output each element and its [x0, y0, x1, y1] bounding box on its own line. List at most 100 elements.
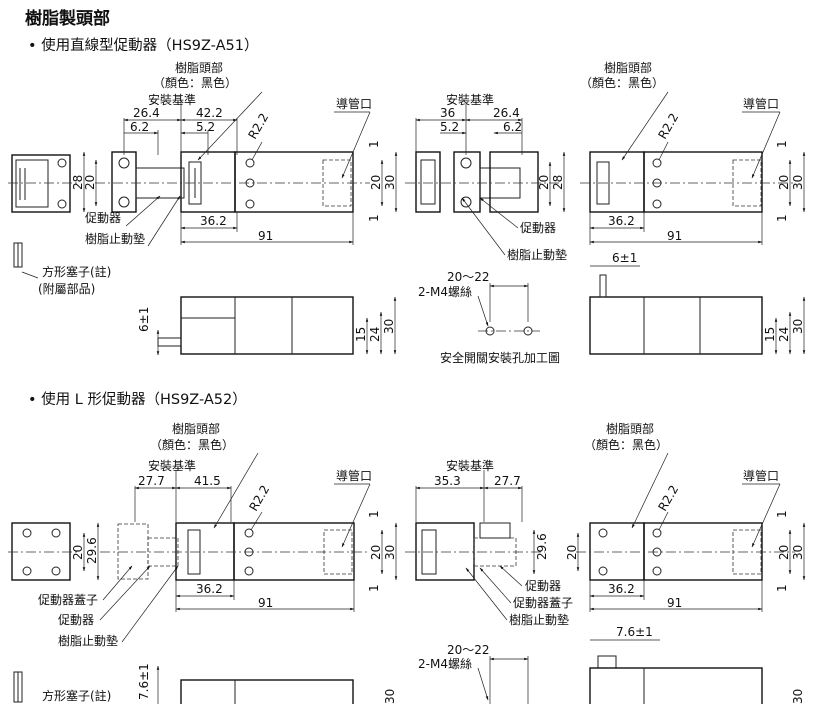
view-straight-far-right-side: 6±1 15 24 30	[589, 251, 806, 355]
dim-24-a: 24	[368, 327, 382, 342]
dim-35-3: 35.3	[434, 474, 461, 488]
label-mount-ref-b: 安裝基準	[446, 92, 494, 107]
dim-r2-2-d: R2.2	[655, 483, 681, 514]
label-mount-ref-d: 安裝基準	[446, 458, 494, 473]
dim-28-a: 28	[71, 175, 85, 190]
hole-pitch-b: 20～22	[447, 643, 490, 657]
view-straight-end	[8, 154, 78, 213]
dim-6-2-b: 6.2	[503, 120, 522, 134]
label-screw-b: 2-M4螺絲	[418, 656, 472, 671]
dim-41-5: 41.5	[194, 474, 221, 488]
hole-pitch-a: 20～22	[447, 270, 490, 284]
label-mount-hole-a: 安全開關安裝孔加工圖	[440, 350, 560, 365]
dim-30-c: 30	[791, 175, 805, 190]
label-square-plug-b: 方形塞子(註)	[42, 688, 111, 703]
section-heading-straight: • 使用直線型促動器（HS9Z-A51）	[28, 37, 258, 54]
label-mount-ref-c: 安裝基準	[148, 458, 196, 473]
label-resin-head-b: 樹脂頭部	[604, 60, 652, 75]
label-resin-head-d: 樹脂頭部	[606, 421, 654, 436]
dim-1-e: 1	[367, 510, 381, 518]
square-plug-a: 方形塞子(註) (附屬部品)	[13, 242, 111, 296]
dim-5-2-a: 5.2	[196, 120, 215, 134]
dim-6pm1-b: 6±1	[612, 251, 637, 265]
label-accessory-a: (附屬部品)	[38, 281, 95, 296]
section-heading-l: • 使用 L 形促動器（HS9Z-A52）	[28, 391, 247, 408]
view-straight-side: 6±1 15 24 30	[137, 296, 397, 356]
view-l-far-right: 樹脂頭部 （顏色：黑色） R2.2 導管口 20 20 30 1 1 36.2 …	[565, 421, 806, 704]
view-straight-right: 36 26.4 5.2 6.2 安裝基準 20 28 促動器 樹脂止動墊	[405, 92, 567, 262]
label-resin-stop-pad-c: 樹脂止動墊	[58, 633, 118, 648]
dim-30-h: 30	[791, 689, 805, 704]
label-color-c: （顏色：黑色）	[150, 437, 234, 452]
dim-30-d: 30	[791, 319, 805, 334]
label-resin-head-a: 樹脂頭部	[175, 60, 223, 75]
dim-1-f: 1	[367, 584, 381, 592]
dim-20-b: 20	[369, 175, 383, 190]
label-resin-stop-pad-d: 樹脂止動墊	[509, 612, 569, 627]
dim-30-e: 30	[383, 545, 397, 560]
dim-30-g: 30	[383, 689, 397, 704]
label-actuator-d: 促動器	[525, 579, 561, 593]
view-l-right: 35.3 27.7 安裝基準 29.6 促動器 促動器蓋子 樹脂止動墊	[405, 458, 573, 627]
label-color-b: （顏色：黑色）	[580, 75, 664, 90]
view-l-top: 27.7 41.5 安裝基準 樹脂頭部 （顏色：黑色） R2.2 導管口 20 …	[38, 421, 398, 648]
dim-r2-2-b: R2.2	[655, 111, 681, 142]
view-l-end: 20 29.6	[8, 522, 100, 581]
page-title: 樹脂製頭部	[25, 8, 110, 29]
dim-91-a: 91	[258, 229, 273, 243]
dim-36: 36	[440, 106, 455, 120]
dim-20-g: 20	[565, 545, 579, 560]
dim-27-7-a: 27.7	[138, 474, 165, 488]
label-resin-stop-pad-a: 樹脂止動墊	[85, 231, 145, 246]
dim-42-2: 42.2	[196, 106, 223, 120]
label-actuator-b: 促動器	[520, 221, 556, 235]
dim-20-f: 20	[369, 545, 383, 560]
dim-28-b: 28	[551, 175, 565, 190]
dim-1-c: 1	[775, 140, 789, 148]
dim-36-2-d: 36.2	[608, 582, 635, 596]
dim-7-6pm1-a: 7.6±1	[137, 663, 151, 700]
dim-1-a: 1	[367, 140, 381, 148]
dim-20-h: 20	[777, 545, 791, 560]
dim-30-b: 30	[382, 319, 396, 334]
dim-6-2-a: 6.2	[130, 120, 149, 134]
label-actuator-a: 促動器	[85, 211, 121, 225]
dim-91-d: 91	[667, 596, 682, 610]
dim-1-d: 1	[775, 214, 789, 222]
dim-27-7-b: 27.7	[494, 474, 521, 488]
dim-1-b: 1	[367, 214, 381, 222]
dim-20-a: 20	[83, 175, 97, 190]
dim-36-2-b: 36.2	[608, 214, 635, 228]
view-straight-top	[95, 151, 370, 213]
dim-36-2-a: 36.2	[200, 214, 227, 228]
dim-r2-2-c: R2.2	[246, 483, 272, 514]
dim-5-2-b: 5.2	[440, 120, 459, 134]
dim-26-4-a: 26.4	[133, 106, 160, 120]
dim-7-6pm1-b: 7.6±1	[616, 625, 653, 639]
dim-1-g: 1	[775, 510, 789, 518]
dim-r2-2-a: R2.2	[245, 111, 271, 142]
dims-straight-top: 26.4 42.2 6.2 5.2 安裝基準 樹脂頭部 （顏色：黑色） R2.2…	[71, 60, 398, 247]
view-l-side-bottom: 方形塞子(註) 7.6±1 30	[13, 663, 397, 704]
label-actuator-cap-a: 促動器蓋子	[38, 593, 98, 607]
dim-29-6-b: 29.6	[535, 533, 549, 560]
dim-91-c: 91	[258, 596, 273, 610]
label-resin-stop-pad-b: 樹脂止動墊	[507, 247, 567, 262]
label-conduit-c: 導管口	[336, 468, 372, 483]
dim-15-a: 15	[354, 327, 368, 342]
label-conduit-b: 導管口	[743, 96, 779, 111]
label-color-a: （顏色：黑色）	[153, 75, 237, 90]
dim-20-e: 20	[71, 545, 85, 560]
mount-hole-drawing-b: 20～22 2-M4螺絲	[418, 643, 529, 704]
label-conduit-d: 導管口	[743, 468, 779, 483]
dim-30-f: 30	[791, 545, 805, 560]
label-screw-a: 2-M4螺絲	[418, 284, 472, 299]
label-square-plug-a: 方形塞子(註)	[42, 264, 111, 279]
dim-91-b: 91	[667, 229, 682, 243]
dim-24-b: 24	[777, 327, 791, 342]
dim-29-6-a: 29.6	[85, 537, 99, 564]
dim-20-c: 20	[537, 175, 551, 190]
dim-1-h: 1	[775, 584, 789, 592]
label-actuator-c: 促動器	[58, 613, 94, 627]
